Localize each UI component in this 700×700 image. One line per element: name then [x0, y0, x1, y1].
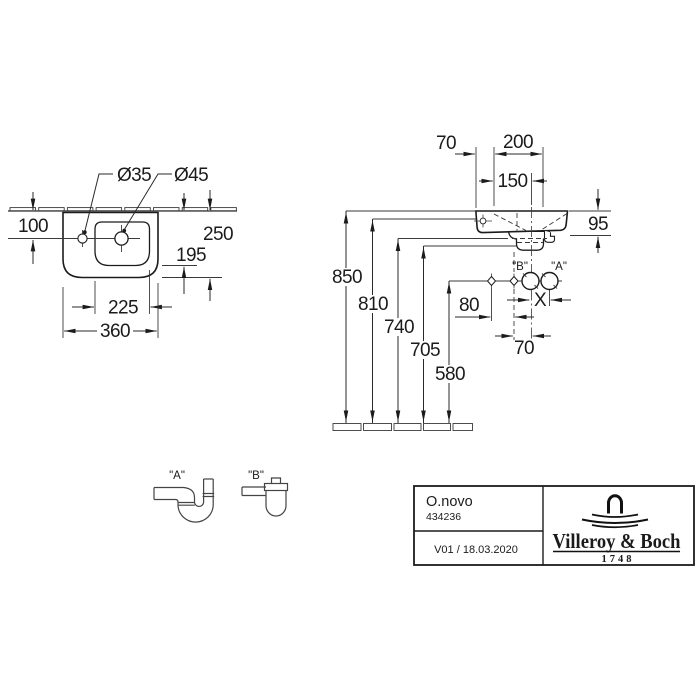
leader-tap-dia — [82, 173, 113, 235]
dim-740-label: 740 — [384, 317, 414, 338]
trap-a-label: "A" — [169, 470, 185, 482]
elevation-view: 70 200 150 — [329, 132, 611, 431]
drain-trap-profile — [507, 230, 551, 251]
dim-80-label: 80 — [459, 295, 479, 316]
dim-195: 195 — [162, 193, 207, 294]
trap-b-label: "B" — [248, 470, 264, 482]
dim-drain-hole-diameter: Ø45 — [174, 165, 208, 186]
basin-profile — [475, 210, 569, 234]
brand-name: Villeroy & Boch — [553, 529, 681, 553]
dim-250: 250 — [162, 190, 234, 301]
outlet-b-label: "B" — [512, 261, 528, 273]
dim-70-bottom: 70 — [495, 333, 551, 359]
dim-80: 80 — [455, 288, 534, 340]
tap-hole-symbol — [72, 230, 93, 247]
dim-200: 200 — [495, 132, 542, 157]
leader-drain-dia — [122, 173, 172, 233]
dim-95: 95 — [569, 189, 611, 253]
supply-symbol-right — [506, 273, 522, 289]
dim-850-label: 850 — [332, 267, 362, 288]
dim-250-label: 250 — [203, 224, 233, 245]
dim-x-label: X — [534, 290, 547, 311]
dim-360: 360 — [62, 283, 159, 342]
supply-symbol-left — [484, 273, 499, 289]
logo-waves-icon — [581, 513, 649, 529]
dim-200-label: 200 — [503, 132, 533, 153]
dim-150-label: 150 — [498, 171, 528, 192]
product-name: O.novo — [426, 494, 473, 510]
dim-tap-hole-diameter: Ø35 — [117, 165, 151, 186]
floor-line — [332, 423, 473, 431]
dim-100: 100 — [18, 192, 49, 264]
dim-x: X — [507, 289, 571, 342]
brand-year: 1748 — [602, 554, 635, 565]
dim-195-label: 195 — [176, 245, 206, 266]
fixing-clip — [543, 230, 556, 243]
trap-detail-b: "B" — [241, 470, 289, 517]
dim-70-bottom-label: 70 — [514, 338, 534, 359]
trap-detail-a: "A" — [153, 470, 215, 523]
dim-580-label: 580 — [435, 364, 465, 385]
fixing-hole-symbol — [474, 214, 492, 228]
dim-70-top: 70 — [436, 133, 475, 157]
title-block: O.novo 434236 V01 / 18.03.2020 Villeroy … — [413, 485, 695, 566]
height-dimensions: 850 810 740 705 580 — [329, 211, 468, 423]
plan-view: Ø35 Ø45 100 250 195 225 — [8, 165, 237, 342]
outlet-circle-b — [521, 271, 540, 291]
outlet-a-label: "A" — [551, 261, 567, 273]
dim-810-label: 810 — [358, 294, 388, 315]
dim-360-label: 360 — [100, 321, 130, 342]
dim-95-label: 95 — [588, 214, 608, 235]
bottle-trap-drawing — [241, 477, 289, 517]
brand-logo: Villeroy & Boch 1748 — [553, 494, 681, 565]
dim-225: 225 — [72, 270, 172, 319]
connection-symbols: "B" "A" — [484, 252, 567, 291]
hidden-lines — [493, 207, 568, 272]
dim-150: 150 — [479, 171, 547, 192]
article-number: 434236 — [426, 511, 461, 523]
logo-arch-icon — [607, 494, 623, 514]
drain-hole-symbol — [106, 225, 137, 252]
outlet-circle-a — [540, 271, 559, 291]
version-date: V01 / 18.03.2020 — [434, 544, 518, 556]
dim-705-label: 705 — [410, 340, 440, 361]
p-trap-drawing — [153, 478, 215, 523]
dim-225-label: 225 — [108, 298, 138, 319]
dim-100-label: 100 — [18, 216, 48, 237]
wall-hatch — [8, 207, 237, 212]
dim-70-top-label: 70 — [436, 133, 456, 154]
